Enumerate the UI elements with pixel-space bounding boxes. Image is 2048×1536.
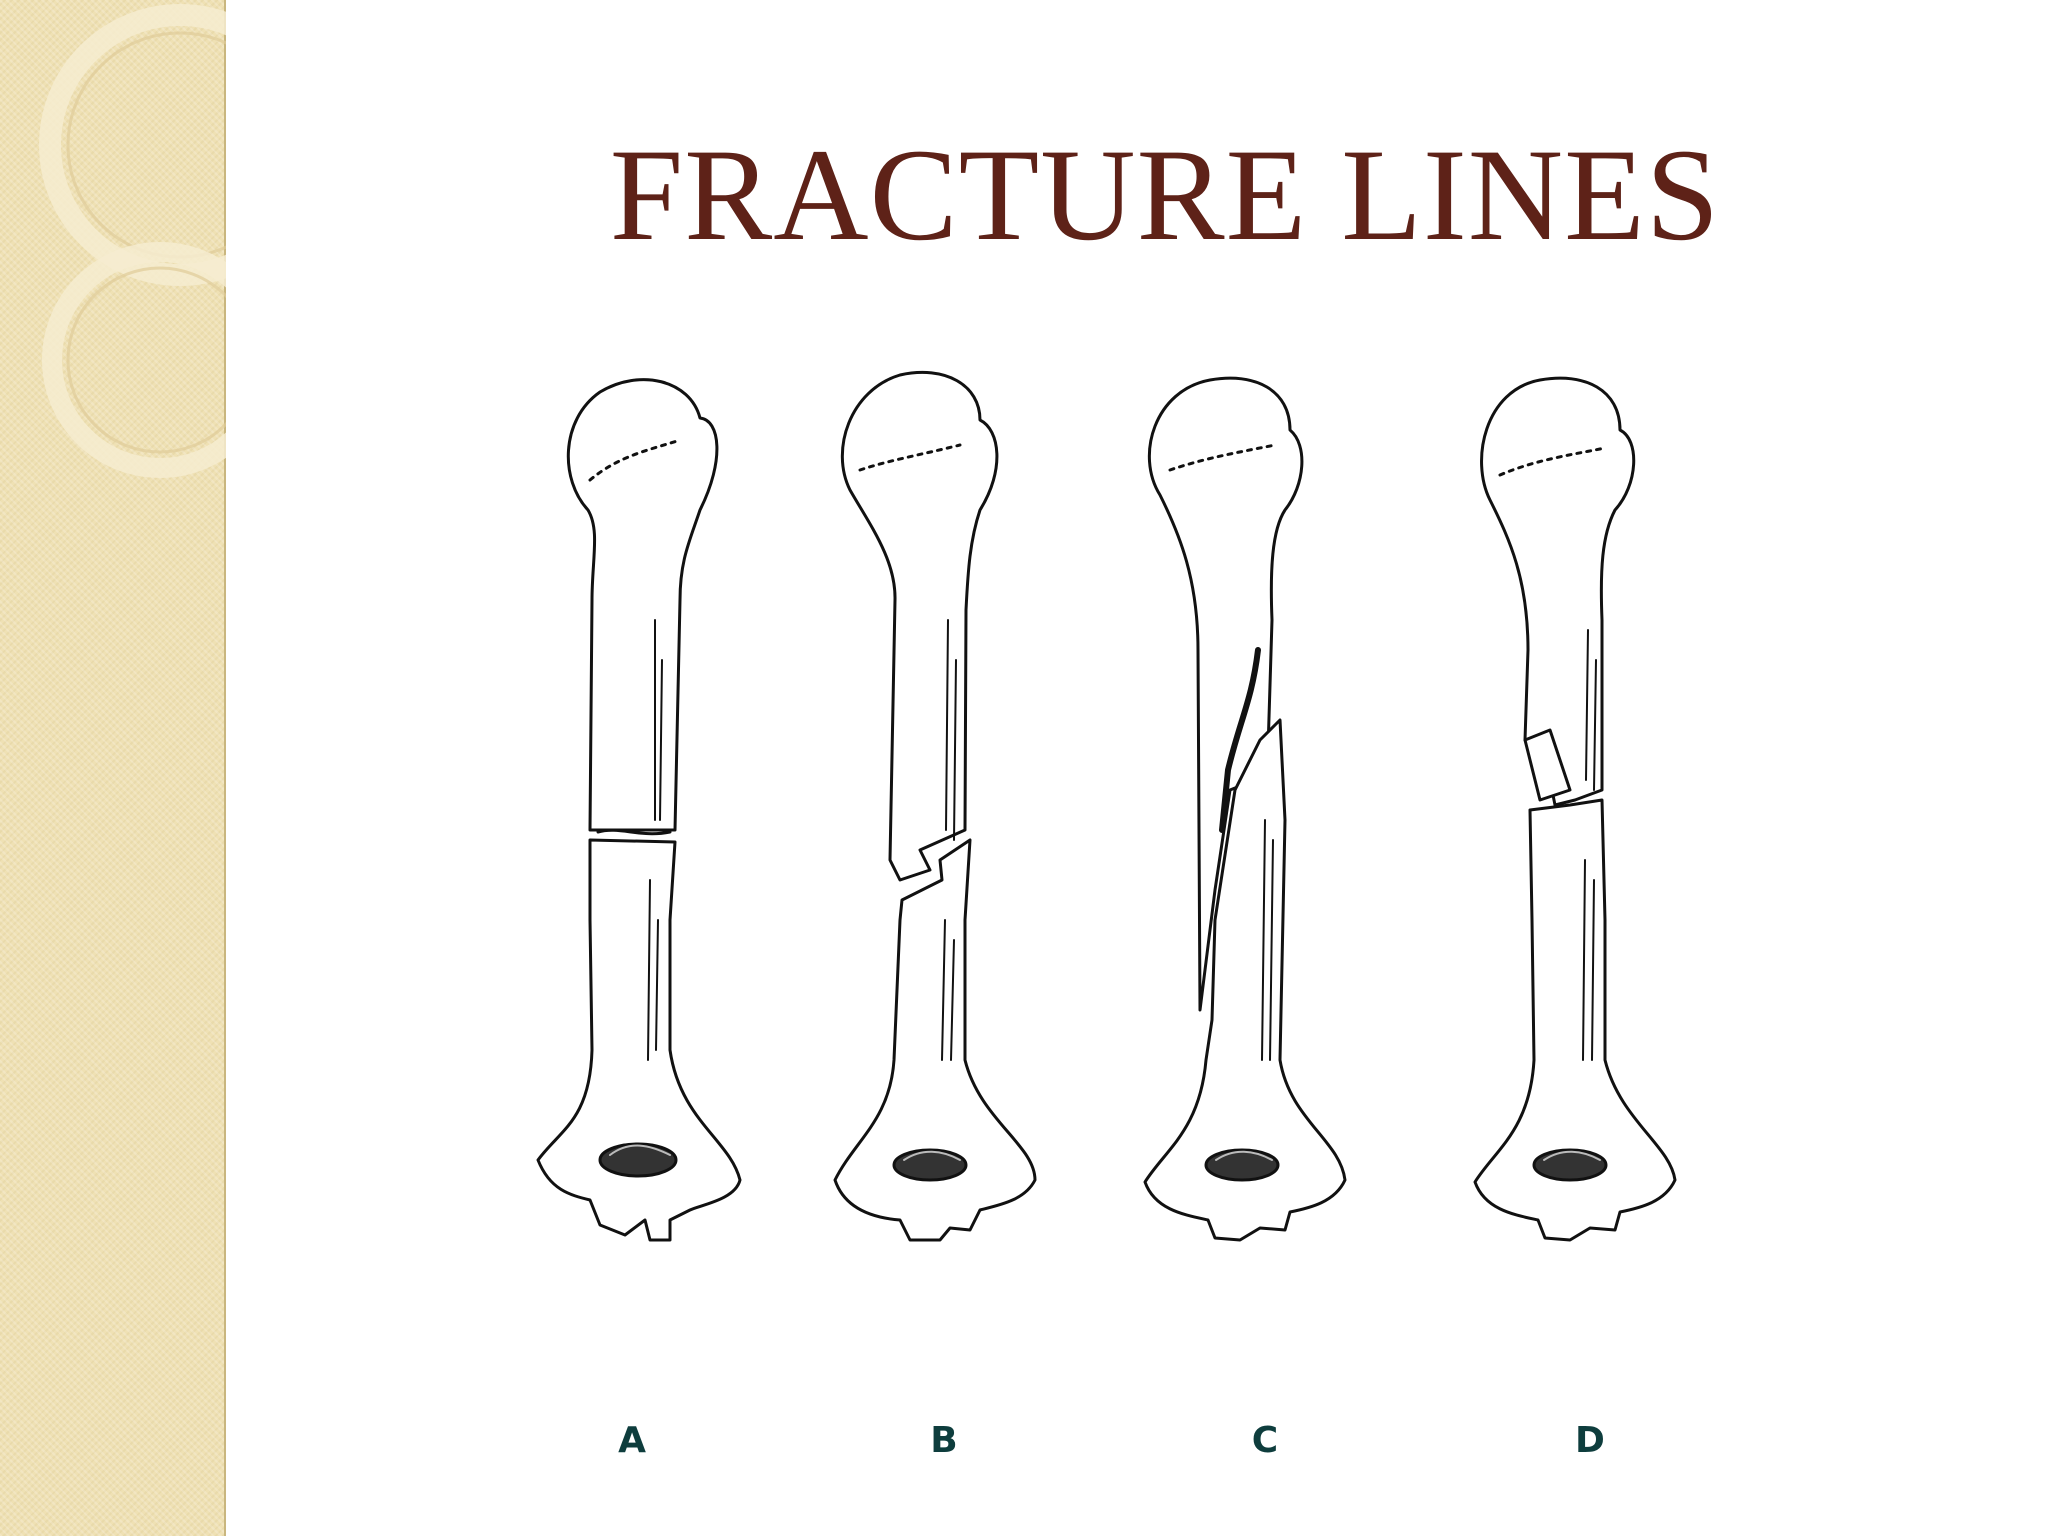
bone-d-butterfly-fracture (1473, 376, 1677, 1242)
decorative-rings (39, 4, 226, 478)
humerus-fracture-figure: A B C D (536, 370, 1677, 1461)
label-c: C (1252, 1420, 1278, 1461)
label-a: A (618, 1420, 646, 1461)
bone-c-spiral-fracture (1143, 376, 1347, 1242)
decorative-sidebar (0, 0, 226, 1536)
slide-title: FRACTURE LINES (609, 121, 1721, 268)
label-d: D (1575, 1420, 1605, 1461)
label-b: B (930, 1420, 957, 1461)
bone-b-oblique-fracture (833, 370, 1037, 1242)
bone-a-transverse-fracture (536, 378, 742, 1242)
